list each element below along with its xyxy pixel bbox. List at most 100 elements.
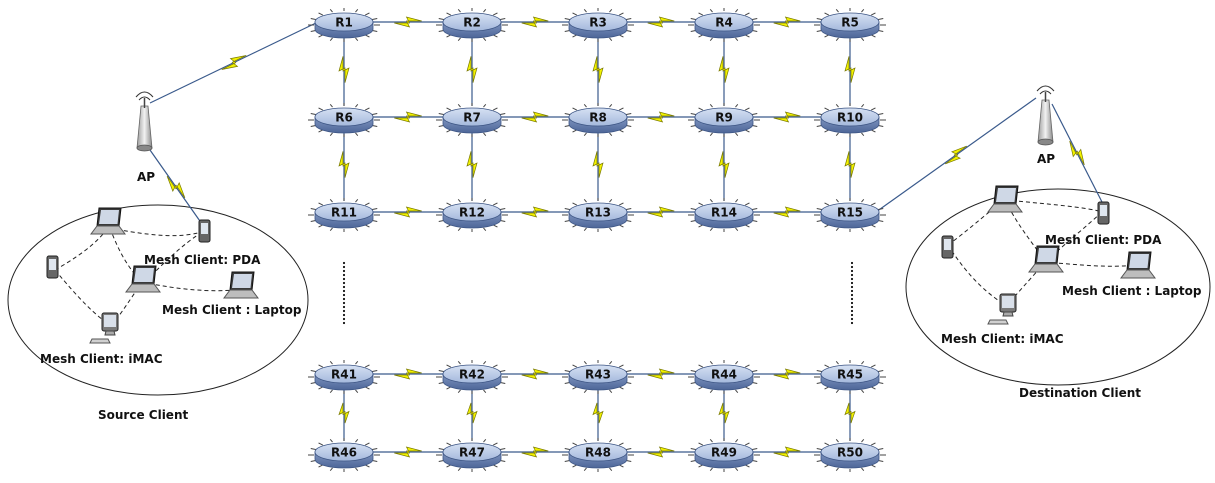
link-row4-2: [624, 368, 698, 380]
link-row4-0: [370, 368, 446, 380]
destination-cluster-ellipse: [905, 188, 1211, 386]
router-label: R42: [459, 368, 485, 382]
router-label: R43: [585, 368, 611, 382]
router-r3: R3: [562, 8, 634, 42]
router-label: R13: [585, 206, 611, 220]
link-destination-ap-pda: [1051, 103, 1103, 203]
router-r43: R43: [562, 360, 634, 394]
router-label: R4: [715, 16, 733, 30]
link-vertical-1-2-3: [718, 128, 730, 201]
router-label: R2: [463, 16, 481, 30]
router-label: R47: [459, 446, 485, 460]
link-vertical-1-2-4: [844, 128, 856, 201]
router-r41: R41: [308, 360, 380, 394]
source-imac-icon: [89, 312, 119, 344]
router-label: R44: [711, 368, 737, 382]
router-r2: R2: [436, 8, 508, 42]
router-r50: R50: [814, 438, 886, 472]
router-r15: R15: [814, 198, 886, 232]
router-r46: R46: [308, 438, 380, 472]
link-row2-2: [624, 111, 698, 123]
destination-laptop-icon-right: [1120, 251, 1156, 279]
router-label: R3: [589, 16, 607, 30]
router-label: R5: [841, 16, 859, 30]
link-row5-2: [624, 446, 698, 458]
link-vertical-3-4-2: [592, 385, 604, 441]
row-gap-ellipsis: [342, 261, 854, 325]
router-r42: R42: [436, 360, 508, 394]
source-laptop-icon-top: [90, 207, 126, 235]
router-r49: R49: [688, 438, 760, 472]
link-row3-0: [370, 206, 446, 218]
link-row3-3: [750, 206, 824, 218]
router-r14: R14: [688, 198, 760, 232]
router-r6: R6: [308, 103, 380, 137]
destination-caption: Destination Client: [1019, 386, 1141, 400]
source-ap-label: AP: [137, 170, 156, 184]
router-label: R14: [711, 206, 737, 220]
link-vertical-0-1-4: [844, 33, 856, 106]
link-vertical-1-2-2: [592, 128, 604, 201]
router-label: R15: [837, 206, 863, 220]
router-r11: R11: [308, 198, 380, 232]
source-ap-icon: [135, 91, 154, 152]
router-label: R46: [331, 446, 357, 460]
link-row2-0: [370, 111, 446, 123]
router-r47: R47: [436, 438, 508, 472]
router-label: R12: [459, 206, 485, 220]
router-label: R50: [837, 446, 863, 460]
link-row4-3: [750, 368, 824, 380]
router-r5: R5: [814, 8, 886, 42]
router-r7: R7: [436, 103, 508, 137]
destination-imac-label: Mesh Client: iMAC: [941, 332, 1064, 346]
link-row1-2: [624, 16, 698, 28]
source-pda-icon-left: [46, 255, 59, 279]
router-label: R49: [711, 446, 737, 460]
router-label: R41: [331, 368, 357, 382]
link-vertical-0-1-1: [466, 33, 478, 106]
link-vertical-0-1-3: [718, 33, 730, 106]
router-r10: R10: [814, 103, 886, 137]
destination-ap-label: AP: [1037, 152, 1056, 166]
destination-imac-icon: [987, 293, 1017, 325]
router-label: R10: [837, 111, 863, 125]
destination-pda-label: Mesh Client: PDA: [1045, 233, 1162, 247]
source-pda-label: Mesh Client: PDA: [144, 253, 261, 267]
link-vertical-3-4-4: [844, 385, 856, 441]
link-vertical-3-4-1: [466, 385, 478, 441]
link-vertical-3-4-0: [338, 385, 350, 441]
link-row5-3: [750, 446, 824, 458]
link-source-ap-r1: [149, 21, 319, 104]
link-row2-3: [750, 111, 824, 123]
router-label: R11: [331, 206, 357, 220]
source-imac-label: Mesh Client: iMAC: [40, 352, 163, 366]
link-row5-1: [498, 446, 572, 458]
link-vertical-0-1-0: [338, 33, 350, 106]
link-vertical-3-4-3: [718, 385, 730, 441]
source-laptop-label: Mesh Client : Laptop: [162, 303, 302, 317]
router-label: R1: [335, 16, 353, 30]
destination-laptop-label: Mesh Client : Laptop: [1062, 284, 1202, 298]
link-vertical-1-2-0: [338, 128, 350, 201]
link-vertical-1-2-1: [466, 128, 478, 201]
destination-ap-icon: [1036, 85, 1055, 146]
destination-laptop-icon-top: [987, 185, 1023, 213]
link-row1-1: [498, 16, 572, 28]
destination-laptop-icon-center: [1028, 245, 1064, 273]
router-r1: R1: [308, 8, 380, 42]
source-laptop-icon-center: [125, 265, 161, 293]
router-r12: R12: [436, 198, 508, 232]
router-r8: R8: [562, 103, 634, 137]
link-row3-1: [498, 206, 572, 218]
router-r9: R9: [688, 103, 760, 137]
link-r15-destination-ap: [875, 97, 1037, 213]
router-r44: R44: [688, 360, 760, 394]
router-label: R6: [335, 111, 353, 125]
link-row3-2: [624, 206, 698, 218]
source-caption: Source Client: [98, 408, 189, 422]
source-cluster-ellipse: [7, 204, 309, 396]
destination-pda-icon-left: [941, 235, 954, 259]
source-laptop-icon-right: [223, 271, 259, 299]
